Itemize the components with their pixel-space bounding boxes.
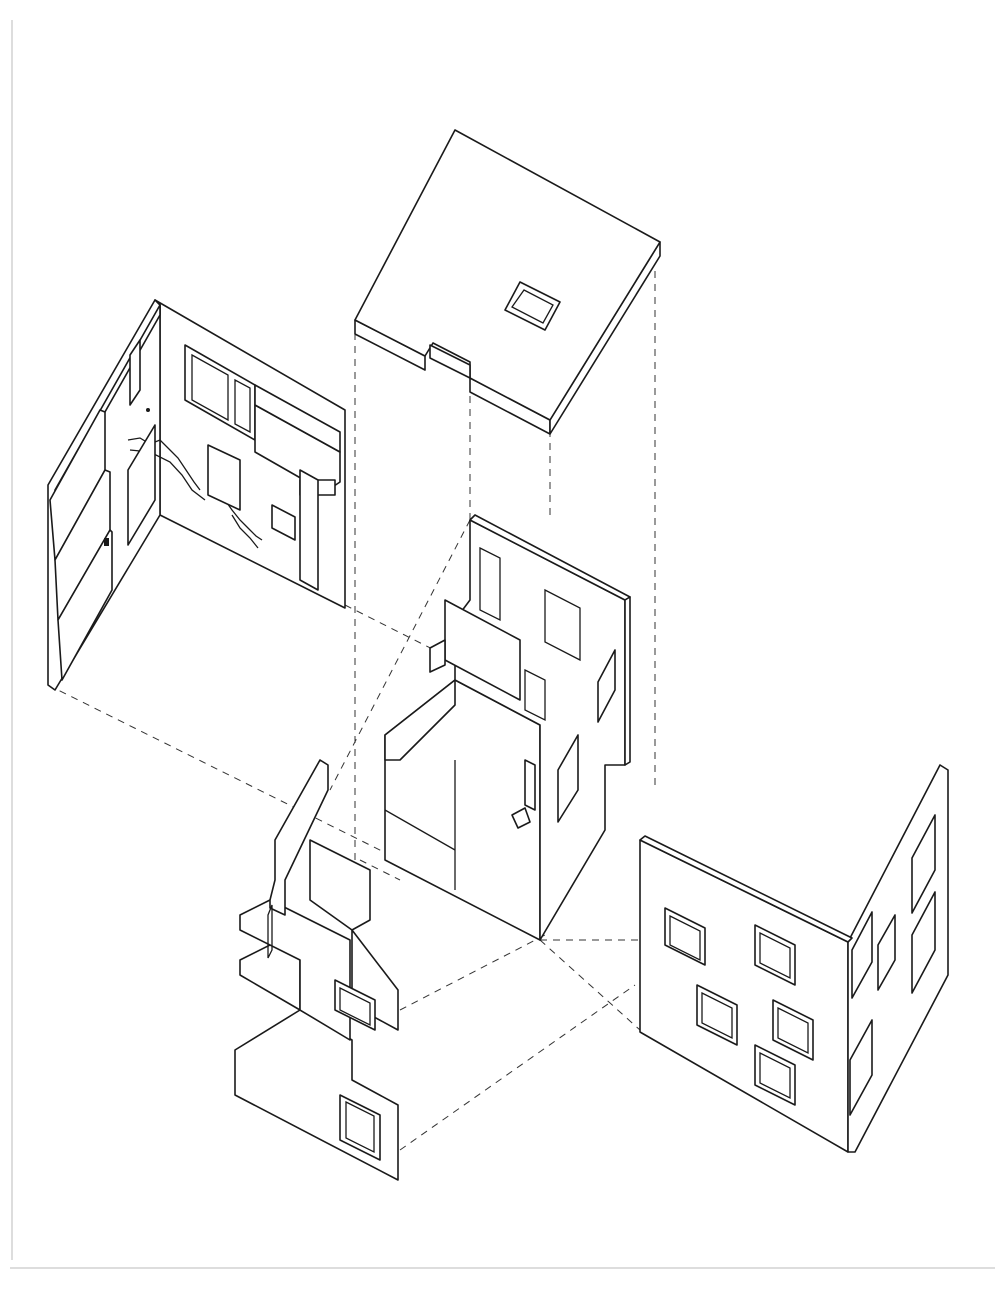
window: [754, 924, 796, 986]
window: [877, 914, 896, 991]
window: [339, 1094, 381, 1161]
left-corner-walls: [47, 299, 346, 691]
window: [849, 1019, 873, 1116]
front-small-volume: [234, 759, 399, 1181]
window: [664, 907, 706, 966]
roof-notch: [429, 344, 471, 379]
window: [696, 984, 738, 1046]
roof-slab: [354, 129, 661, 435]
right-corner-walls: [639, 764, 949, 1153]
window: [911, 814, 936, 914]
central-core: [384, 514, 631, 941]
window: [557, 734, 579, 823]
window: [911, 891, 936, 994]
window: [271, 504, 296, 541]
window: [772, 999, 814, 1061]
window: [334, 979, 376, 1031]
window: [754, 1044, 796, 1106]
window: [597, 649, 616, 723]
door-opening: [207, 444, 241, 511]
window: [129, 339, 141, 406]
window: [851, 911, 873, 999]
